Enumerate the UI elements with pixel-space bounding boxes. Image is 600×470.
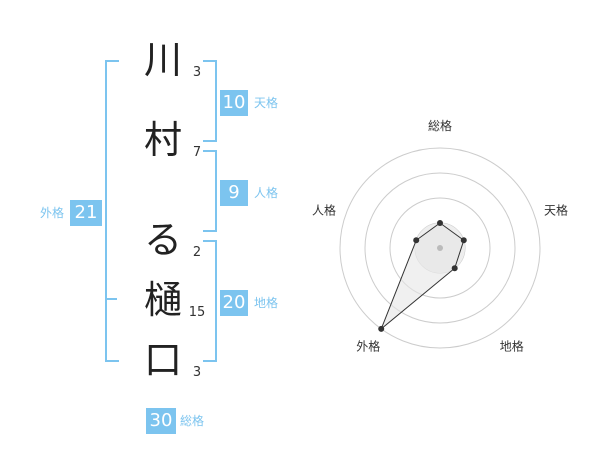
tenkaku-score: 10 [220,90,248,116]
radar-center-dot [437,245,443,251]
gaikaku-score: 21 [70,200,102,226]
gaikaku-bracket-divider [105,298,117,300]
radar-axis-label-4: 外格 [356,339,380,354]
gaikaku-bracket [105,60,119,362]
radar-point-2 [460,237,467,244]
jinkaku-label: 人格 [254,186,279,200]
jinkaku-score: 9 [220,180,248,206]
jinkaku-bracket [203,150,217,232]
name-char-5: 口 [143,338,182,382]
stroke-count-2: 7 [192,145,202,160]
radar-axis-label-2: 天格 [544,202,568,217]
radar-ring-4 [339,147,541,349]
radar-point-1 [437,220,443,226]
soukaku-score: 30 [146,408,176,434]
stroke-count-5: 3 [192,365,202,380]
gaikaku-label: 外格 [40,206,65,220]
radar-axis-label-5: 人格 [312,202,336,217]
name-char-4: 樋 [143,278,182,322]
radar-axis-label-1: 総格 [428,118,452,133]
name-char-1: 川 [143,38,182,82]
tenkaku-bracket [203,60,217,142]
soukaku-label: 総格 [180,414,205,428]
stroke-count-1: 3 [192,65,202,80]
radar-ring-3 [364,172,516,324]
chikaku-bracket [203,240,217,362]
chikaku-label: 地格 [254,296,279,310]
stroke-count-4: 15 [188,305,206,320]
radar-polygon [380,222,465,330]
radar-axis-label-3: 地格 [500,339,524,354]
stroke-count-3: 2 [192,245,202,260]
radar-point-4 [378,325,385,332]
name-char-3: る [143,218,182,262]
radar-point-5 [413,237,420,244]
radar-point-3 [451,265,458,272]
name-char-2: 村 [143,118,182,162]
tenkaku-label: 天格 [254,96,279,110]
chikaku-score: 20 [220,290,248,316]
radar-ring-2 [389,197,491,299]
